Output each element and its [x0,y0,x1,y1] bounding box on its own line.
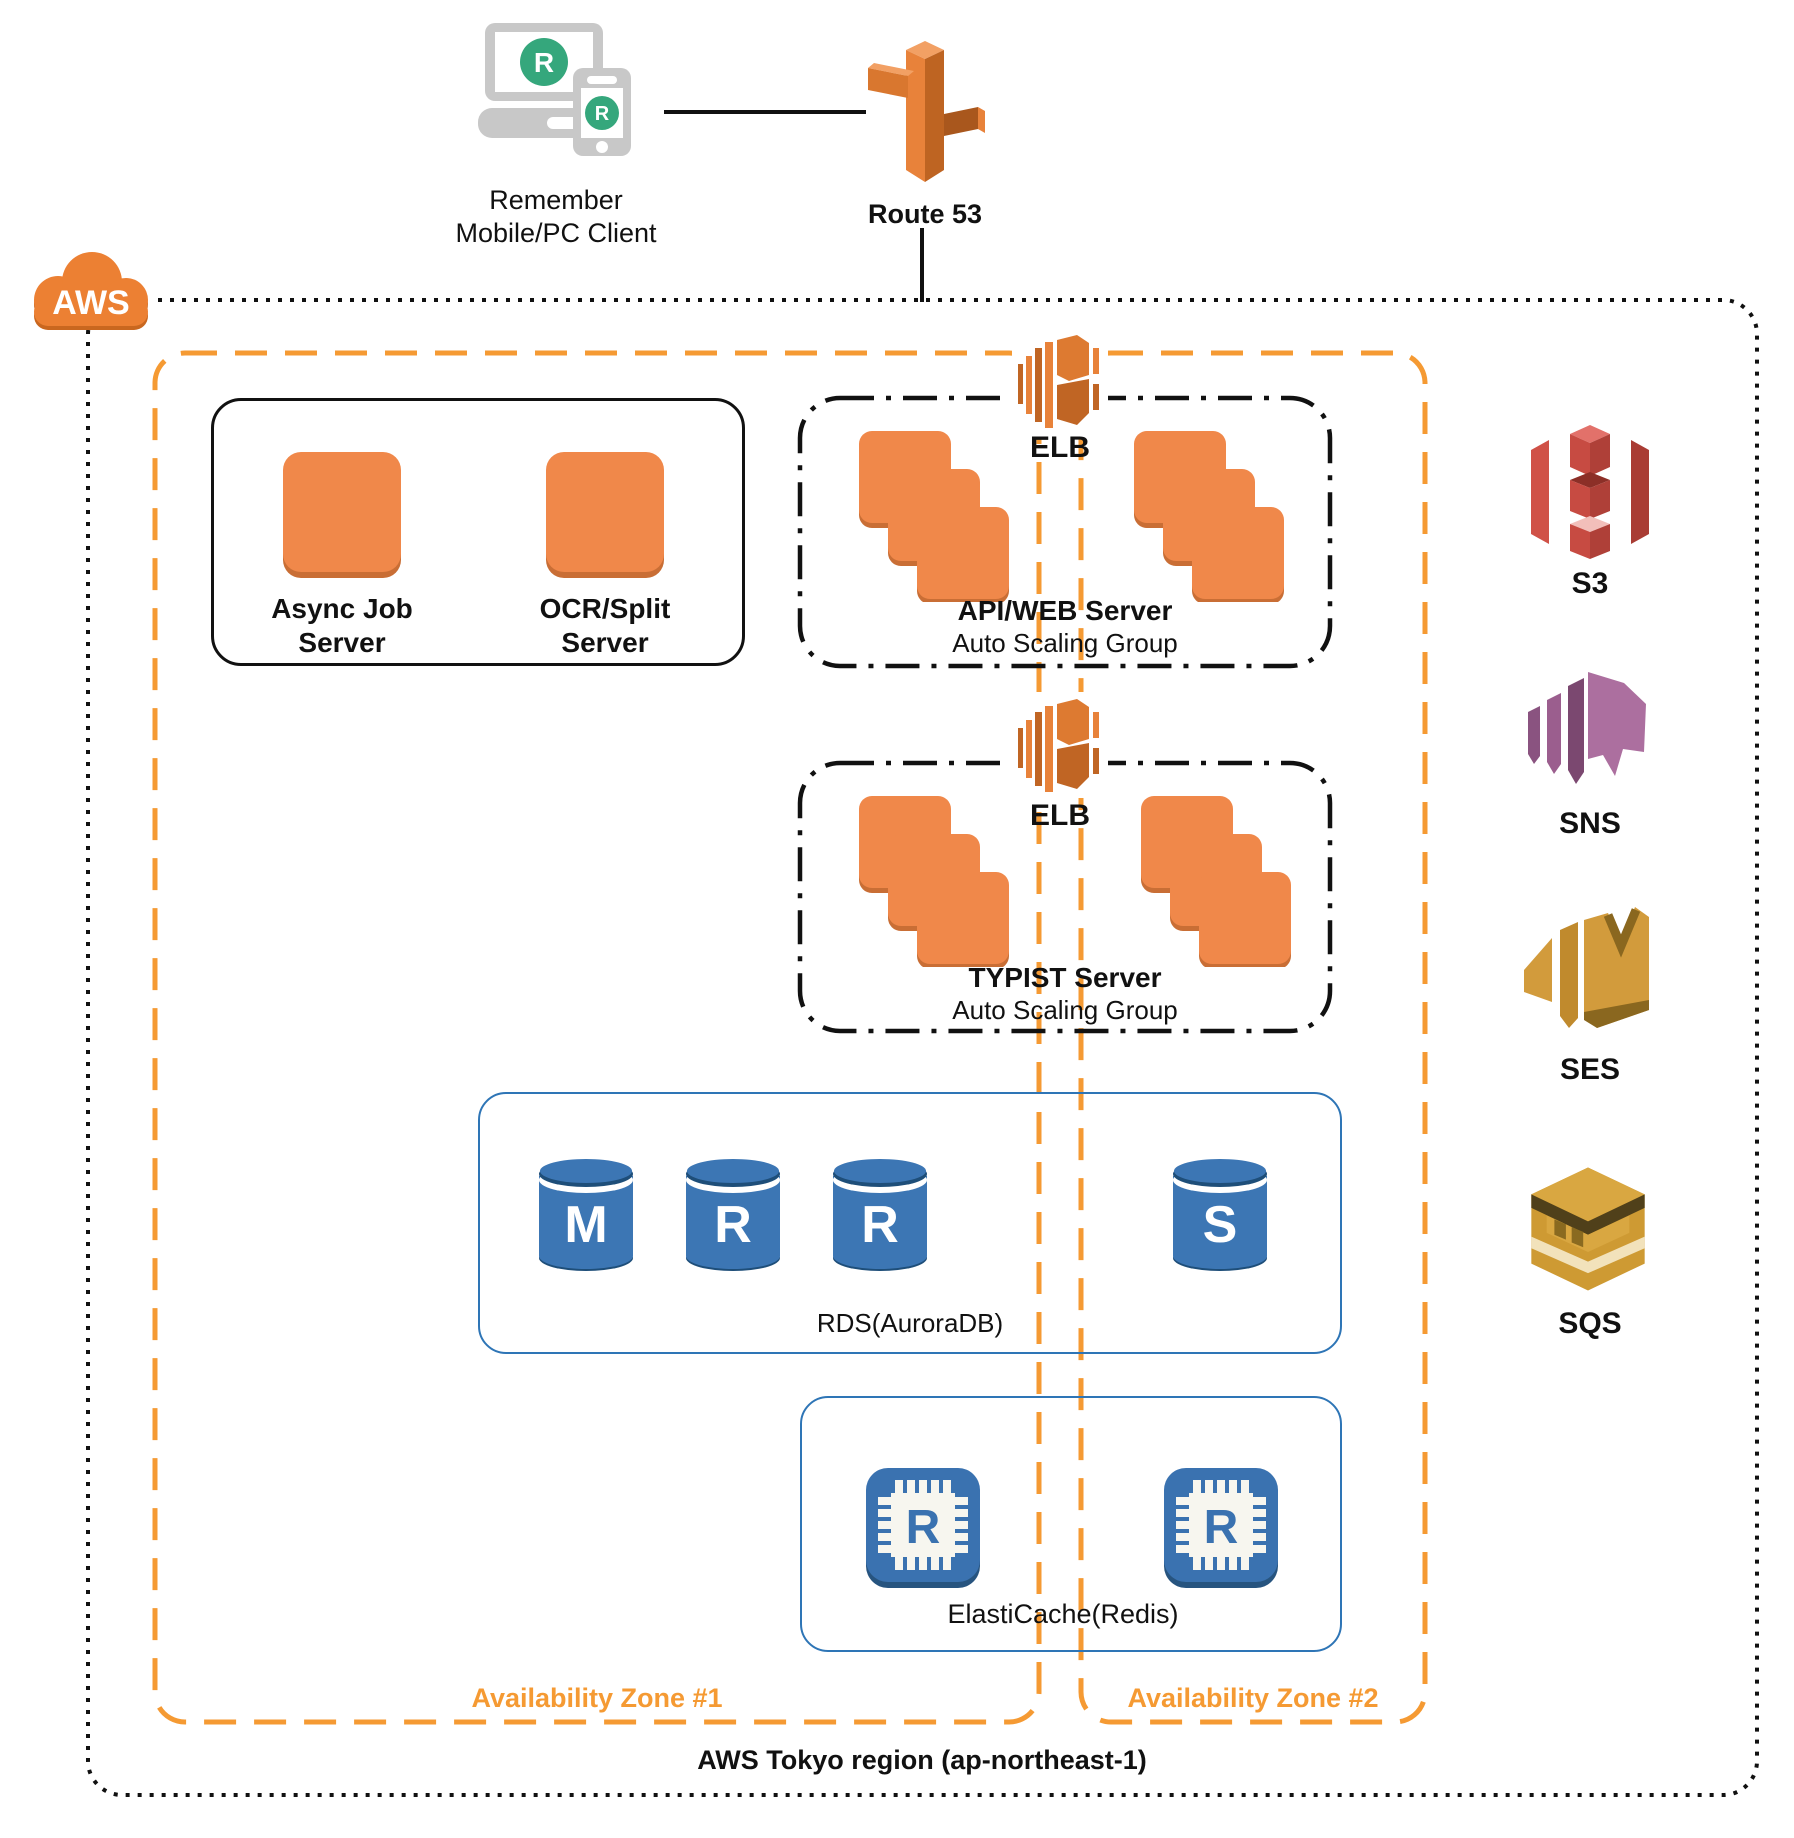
client-label: Remember Mobile/PC Client [406,184,706,250]
elb1-icon [1018,335,1099,428]
availability-zone-1-boundary [152,350,1042,1725]
route53-label: Route 53 [867,199,983,229]
async-job-server-label: Async Job Server [217,592,467,660]
rds-replica2-db-icon: R [833,1159,927,1271]
client-route53-connector [664,110,866,114]
asg1-subtitle: Auto Scaling Group [952,628,1178,658]
elasticache-label: ElastiCache(Redis) [947,1599,1179,1629]
rds-replica1-db-icon: R [686,1159,780,1271]
aws-cloud-icon: AWS [28,246,155,330]
ocr-split-server-label-line2: Server [561,627,649,659]
availability-zone-2-boundary [1078,350,1428,1725]
availability-zone-1-label: Availability Zone #1 [471,1683,723,1713]
asg2-ec2-stack-az2 [1141,796,1291,967]
elb2-icon [1018,699,1099,792]
elasticache-redis-node1-icon: R [866,1468,980,1588]
asg2-title: TYPIST Server [968,962,1162,993]
elasticache-redis-node2-icon: R [1164,1468,1278,1588]
sqs-icon [1531,1167,1645,1291]
rds-box [478,1092,1342,1354]
standalone-servers-box [211,398,745,666]
client-label-line2: Mobile/PC Client [455,217,657,248]
sqs-label: SQS [1558,1307,1622,1340]
rds-node-letter: S [1203,1196,1238,1254]
sns-label: SNS [1559,807,1621,840]
ses-icon [1524,907,1649,1028]
client-devices-icon: R R [478,23,631,156]
elasticache-node-letter: R [906,1501,941,1554]
aws-cloud-label: AWS [52,284,129,322]
aws-region-boundary [86,298,1759,1797]
ocr-split-server-label: OCR/Split Server [480,592,730,660]
s3-label: S3 [1571,567,1609,600]
asg2-subtitle: Auto Scaling Group [952,995,1178,1025]
route53-region-connector [920,228,924,302]
s3-icon [1531,425,1649,559]
rds-master-db-icon: M [539,1159,633,1271]
route53-icon [868,41,985,182]
elasticache-box [800,1396,1342,1652]
elasticache-node-letter: R [1204,1501,1239,1554]
async-job-server-label-line1: Async Job [271,593,413,624]
elb2-label: ELB [1030,799,1090,832]
client-pc-logo-letter: R [534,47,554,78]
rds-label: RDS(AuroraDB) [816,1308,1004,1338]
ses-label: SES [1559,1053,1621,1086]
asg2-ec2-stack-az1 [859,796,1009,967]
availability-zone-2-label: Availability Zone #2 [1127,1683,1379,1713]
asg1-ec2-stack-az1 [859,431,1009,602]
asg1-boundary [797,395,1333,669]
asg1-title: API/WEB Server [957,595,1173,626]
client-mobile-logo-letter: R [595,103,610,125]
async-job-server-icon [283,452,401,578]
elb1-label: ELB [1030,431,1090,464]
client-label-line1: Remember [489,185,623,215]
region-label: AWS Tokyo region (ap-northeast-1) [697,1745,1147,1775]
rds-node-letter: R [714,1196,752,1254]
ocr-split-server-label-line1: OCR/Split [539,593,671,624]
asg1-ec2-stack-az2 [1134,431,1284,602]
sns-icon [1528,672,1646,784]
async-job-server-label-line2: Server [298,627,386,659]
rds-node-letter: M [564,1196,607,1254]
rds-node-letter: R [861,1196,899,1254]
rds-standby-db-icon: S [1173,1159,1267,1271]
ocr-split-server-icon [546,452,664,578]
asg2-boundary [797,760,1333,1034]
